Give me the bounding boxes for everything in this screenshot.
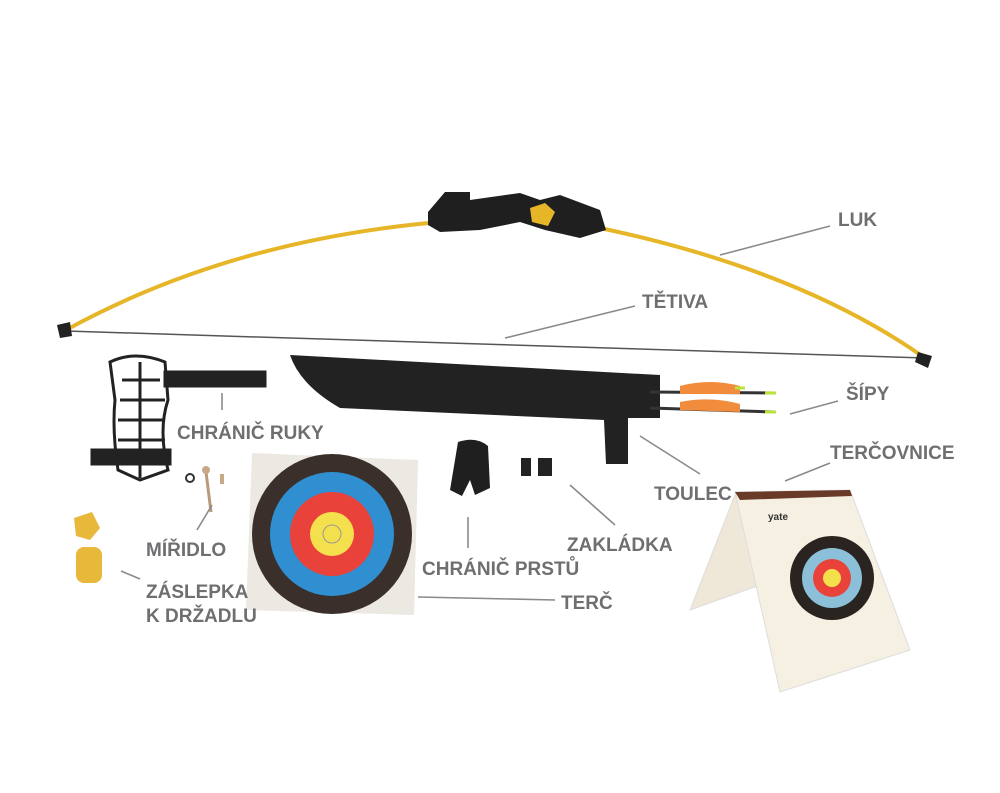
label-string: TĚTIVA [642,291,708,313]
label-grip-cap-1: ZÁSLEPKA [146,581,249,603]
target-face [246,453,418,615]
label-grip-cap-2: K DRŽADLU [146,605,257,627]
quiver-body [290,355,660,464]
label-target-stand: TERČOVNICE [830,442,955,464]
quiver [290,355,660,464]
leader-lines [120,225,839,601]
label-arrow-rest: ZAKLÁDKA [567,534,673,556]
sight [185,466,224,513]
finger-guard [450,439,490,496]
bow-limb-lower [599,226,927,360]
label-sight: MÍŘIDLO [146,539,226,561]
bow-tip-lower [915,352,932,368]
bow-string [65,330,926,359]
bow-riser [428,192,606,238]
arrow-fletching [680,399,740,412]
bow-grip-accent [530,203,555,226]
target-stand: yate [689,489,911,693]
bow [57,192,932,368]
label-bow: LUK [838,210,877,231]
brand-logo: yate [768,512,788,523]
label-arrows: ŠÍPY [846,383,890,405]
label-quiver: TOULEC [654,484,732,505]
arm-guard [90,354,267,482]
grip-caps [74,512,102,583]
bow-limb-upper [65,220,441,332]
arrow-rest [521,458,552,476]
label-finger-guard: CHRÁNIČ PRSTŮ [422,557,579,580]
bow-tip-upper [57,322,72,338]
arrow-fletching [680,382,740,394]
label-target-face: TERČ [561,592,613,614]
arrows [649,382,776,414]
label-arm-guard: CHRÁNIČ RUKY [177,422,324,444]
